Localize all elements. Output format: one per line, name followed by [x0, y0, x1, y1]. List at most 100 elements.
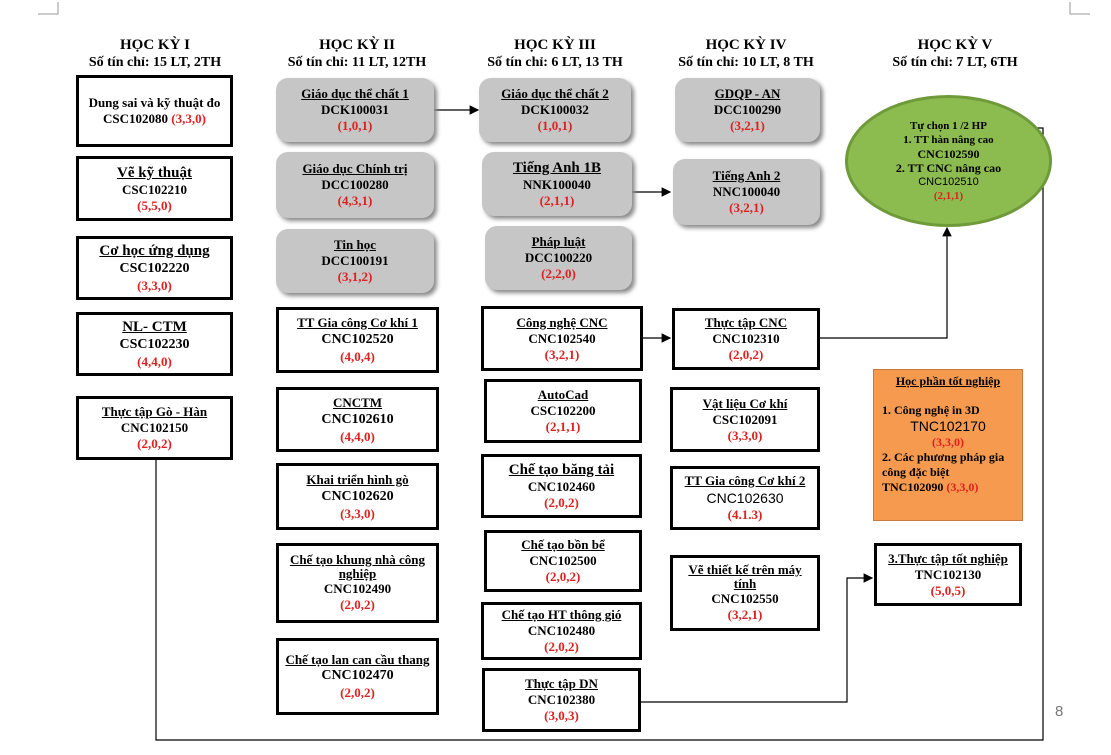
course-code-credits: CSC102080 (3,3,0) — [103, 111, 206, 127]
course-gdtc1: Giáo dục thể chất 1 DCK100031 (1,0,1) — [276, 78, 434, 142]
elective-credits: (2,1,1) — [933, 190, 964, 202]
semester-credits: Số tín chỉ: 7 LT, 6TH — [892, 55, 1018, 70]
course-code: DCC100191 — [321, 253, 389, 268]
course-tt-gccd1: TT Gia công Cơ khí 1 CNC102520 (4,0,4) — [276, 307, 439, 373]
course-cong-nghe-cnc: Công nghệ CNC CNC102540 (3,2,1) — [481, 306, 643, 371]
course-credits: (4,4,0) — [137, 354, 172, 369]
corner-mark — [1069, 2, 1090, 15]
arrow-ttcnc-elective — [820, 226, 952, 339]
course-ht-thong-gio: Chế tạo HT thông gió CNC102480 (2,0,2) — [481, 602, 642, 660]
semester-header-2: HỌC KỲ II Số tín chỉ: 11 LT, 12TH — [257, 36, 457, 71]
course-name: Cơ học ứng dụng — [99, 243, 210, 259]
course-ve-thiet-ke: Vẽ thiết kế trên máy tính CNC102550 (3,2… — [670, 555, 820, 631]
page-number: 8 — [1055, 703, 1064, 720]
course-name: AutoCad — [537, 387, 589, 402]
course-co-hoc: Cơ học ứng dụng CSC102220 (3,3,0) — [76, 236, 233, 300]
semester-header-5: HỌC KỲ V Số tín chỉ: 7 LT, 6TH — [855, 36, 1055, 71]
semester-title: HỌC KỲ III — [514, 37, 596, 53]
course-tt-go-han: Thực tập Gò - Hàn CNC102150 (2,0,2) — [76, 396, 233, 460]
course-khung-nha: Chế tạo khung nhà công nghiệp CNC102490 … — [276, 543, 439, 623]
course-code: CNC102310 — [712, 331, 780, 346]
course-credits: (2,0,2) — [340, 684, 375, 700]
course-credits: (4,4,0) — [340, 428, 375, 444]
course-credits: (1,0,1) — [337, 118, 373, 133]
course-name: Vẽ thiết kế trên máy tính — [688, 562, 802, 591]
course-credits: (3,3,0) — [171, 111, 206, 126]
course-dung-sai: Dung sai và kỹ thuật đo CSC102080 (3,3,0… — [76, 75, 233, 147]
course-ve-ky-thuat: Vẽ kỹ thuật CSC102210 (5,5,0) — [76, 156, 233, 221]
course-code: CSC102080 — [103, 111, 169, 126]
elective-title: Tự chọn 1 /2 HP — [910, 120, 987, 132]
course-vat-lieu: Vật liệu Cơ khí CSC102091 (3,3,0) — [670, 387, 820, 452]
course-code: CNC102520 — [321, 332, 394, 347]
graduation-code-1: TNC102170 — [910, 418, 986, 434]
course-gdqp: GDQP - AN DCC100290 (3,2,1) — [675, 78, 820, 142]
course-nl-ctm: NL- CTM CSC102230 (4,4,0) — [76, 312, 233, 376]
course-gd-chinh-tri: Giáo dục Chính trị DCC100280 (4,3,1) — [276, 152, 434, 218]
course-code: NNC100040 — [712, 184, 781, 199]
course-name: Tiếng Anh 2 — [712, 168, 781, 183]
course-code: DCC100290 — [713, 102, 782, 117]
course-name: Giáo dục thể chất 2 — [501, 86, 609, 101]
course-code: CNC102620 — [321, 488, 394, 504]
course-code: CNC102460 — [527, 479, 596, 494]
course-credits: (3,1,2) — [337, 269, 373, 284]
course-tieng-anh-1b: Tiếng Anh 1B NNK100040 (2,1,1) — [482, 152, 632, 216]
course-credits: (5,5,0) — [137, 197, 172, 213]
graduation-credits-1: (3,3,0) — [932, 435, 964, 449]
course-credits: (3,2,1) — [730, 118, 765, 133]
course-code: CNC102540 — [528, 330, 596, 346]
course-credits: (3,3,0) — [727, 427, 763, 443]
elective-option-1: 1. TT hàn nâng cao — [903, 134, 994, 146]
course-code: CSC102200 — [530, 403, 596, 418]
course-credits: (3,3,0) — [137, 278, 172, 293]
course-code: CNC102490 — [323, 581, 392, 596]
semester-title: HỌC KỲ IV — [705, 37, 787, 53]
graduation-code-credits-2: TNC102090 (3,3,0) — [882, 480, 1014, 495]
course-credits: (2,2,0) — [541, 266, 576, 281]
course-tt-dn: Thực tập DN CNC102380 (3,0,3) — [482, 668, 641, 732]
course-credits: (1,0,1) — [537, 118, 573, 133]
elective-ellipse: Tự chọn 1 /2 HP 1. TT hàn nâng cao CNC10… — [845, 95, 1052, 227]
course-credits: (2,0,2) — [137, 436, 172, 451]
course-name: NL- CTM — [122, 319, 187, 335]
course-code: CNC102150 — [120, 420, 189, 435]
course-code: DCK100031 — [321, 102, 389, 117]
graduation-code-2: TNC102090 — [882, 480, 944, 494]
semester-title: HỌC KỲ I — [119, 37, 190, 53]
course-tin-hoc: Tin học DCC100191 (3,1,2) — [276, 229, 434, 293]
course-name: Khai triển hình gò — [306, 471, 409, 487]
course-code: DCC100280 — [321, 177, 389, 192]
semester-credits: Số tín chỉ: 15 LT, 2TH — [88, 55, 222, 70]
course-name: Giáo dục Chính trị — [302, 161, 408, 176]
course-name: Chế tạo khung nhà công nghiệp — [289, 552, 426, 581]
course-credits: (2,1,1) — [545, 419, 581, 434]
course-name: TT Gia công Cơ khí 1 — [297, 315, 418, 330]
course-lan-can: Chế tạo lan can cầu thang CNC102470 (2,0… — [276, 638, 439, 715]
course-bon-be: Chế tạo bồn bể CNC102500 (2,0,2) — [484, 530, 642, 592]
course-bang-tai: Chế tạo băng tải CNC102460 (2,0,2) — [481, 454, 642, 518]
course-code: TNC102130 — [914, 566, 982, 582]
course-credits: (4.1.3) — [727, 507, 763, 522]
course-code: CNC102470 — [321, 667, 394, 683]
semester-credits: Số tín chỉ: 10 LT, 8 TH — [678, 55, 814, 70]
course-credits: (2,0,2) — [544, 639, 579, 654]
graduation-box: Học phần tốt nghiệp 1. Công nghệ in 3D T… — [873, 369, 1023, 521]
course-credits: (3,2,1) — [729, 200, 764, 215]
course-name: Giáo dục thể chất 1 — [301, 86, 409, 101]
course-name: Vẽ kỹ thuật — [116, 164, 192, 181]
course-name: Thực tập DN — [525, 676, 598, 691]
course-gdtc2: Giáo dục thể chất 2 DCK100032 (1,0,1) — [479, 78, 631, 142]
course-credits: (3,3,0) — [340, 505, 375, 521]
course-code: CNC102480 — [527, 623, 596, 638]
course-credits: (4,3,1) — [337, 193, 373, 208]
course-khai-trien: Khai triển hình gò CNC102620 (3,3,0) — [276, 463, 439, 530]
course-credits: (3,2,1) — [544, 346, 580, 362]
course-name: Pháp luật — [531, 234, 586, 249]
course-name: TT Gia công Cơ khí 2 — [684, 473, 806, 488]
course-autocad: AutoCad CSC102200 (2,1,1) — [484, 379, 642, 443]
graduation-item-1: 1. Công nghệ in 3D — [882, 403, 980, 417]
course-name: Chế tạo băng tải — [508, 462, 615, 478]
course-code: CNC102380 — [527, 692, 596, 707]
course-credits: (2,0,2) — [544, 495, 579, 510]
